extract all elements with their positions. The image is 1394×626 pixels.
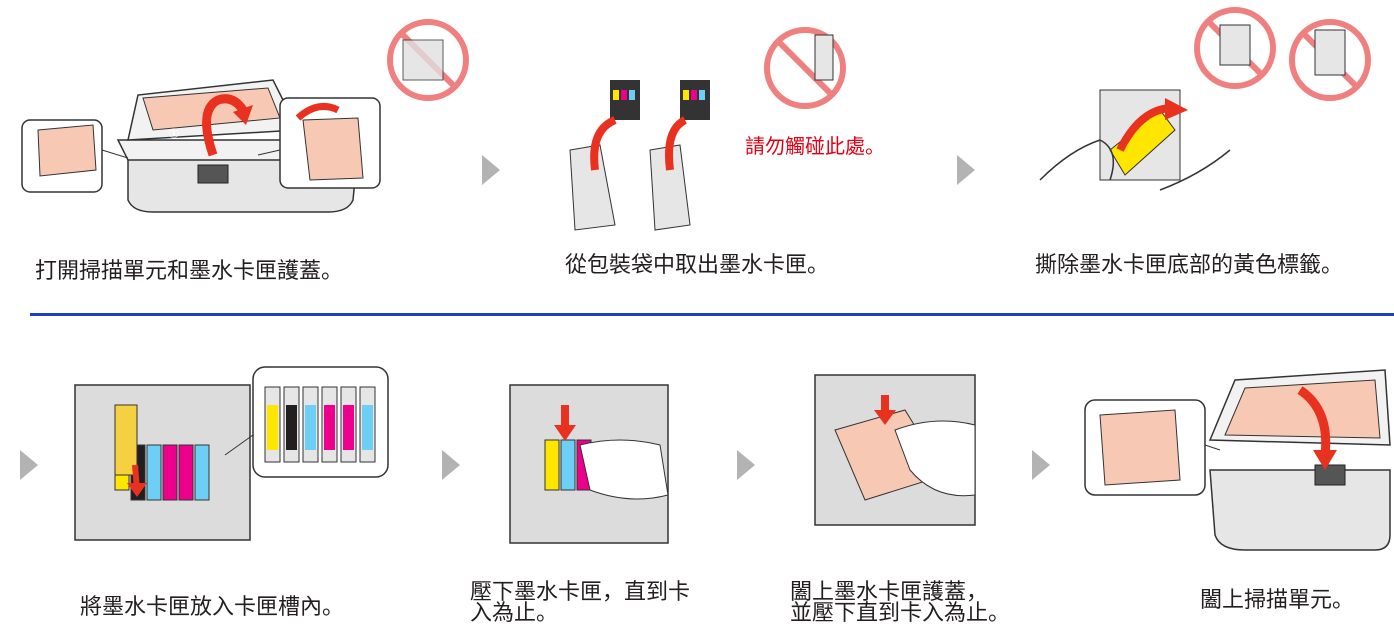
step-arrow-6: [1030, 450, 1052, 480]
step6-caption-line1: 闔上墨水卡匣護蓋，: [790, 580, 989, 605]
step4-illustration: [74, 365, 395, 541]
step-arrow-5: [735, 450, 757, 480]
step6-illustration: [814, 374, 1000, 535]
section-divider: [30, 313, 1394, 316]
ink-color-swatch: [286, 405, 297, 450]
step-arrow-4: [440, 450, 462, 480]
step3-illustration: [1030, 0, 1394, 225]
step5-caption: 壓下墨水卡匣，直到卡 入為止。: [470, 580, 691, 626]
step5-caption-line2: 入為止。: [470, 601, 559, 626]
ink-color-swatch: [267, 405, 278, 450]
ink-color-swatch: [343, 405, 354, 450]
step5-illustration: [509, 384, 670, 545]
step5-caption-line1: 壓下墨水卡匣，直到卡: [470, 580, 691, 605]
step6-caption-line2: 並壓下直到卡入為止。: [790, 601, 1011, 626]
step7-illustration: [1084, 360, 1391, 560]
step1-caption: 打開掃描單元和墨水卡匣護蓋。: [35, 259, 344, 284]
step1-illustration: ① ②: [18, 0, 469, 220]
step3-caption: 撕除墨水卡匣底部的黃色標籤。: [1035, 253, 1344, 278]
step4-caption: 將墨水卡匣放入卡匣槽內。: [80, 595, 345, 620]
step6-caption: 闔上墨水卡匣護蓋， 並壓下直到卡入為止。: [790, 580, 1011, 626]
step-arrow-3: [18, 450, 40, 480]
step7-caption: 闔上掃描單元。: [1200, 588, 1355, 613]
step-arrow-1: [480, 155, 502, 185]
ink-color-swatch: [324, 405, 335, 450]
callout-two: ②: [290, 139, 302, 154]
step-arrow-2: [955, 155, 977, 185]
callout-one: ①: [168, 127, 180, 142]
step2-caption: 從包裝袋中取出墨水卡匣。: [565, 253, 830, 278]
ink-color-swatch: [305, 405, 316, 450]
step2-illustration: [560, 20, 880, 231]
warning-text: 請勿觸碰此處。: [745, 134, 885, 158]
ink-color-swatch: [362, 405, 373, 450]
